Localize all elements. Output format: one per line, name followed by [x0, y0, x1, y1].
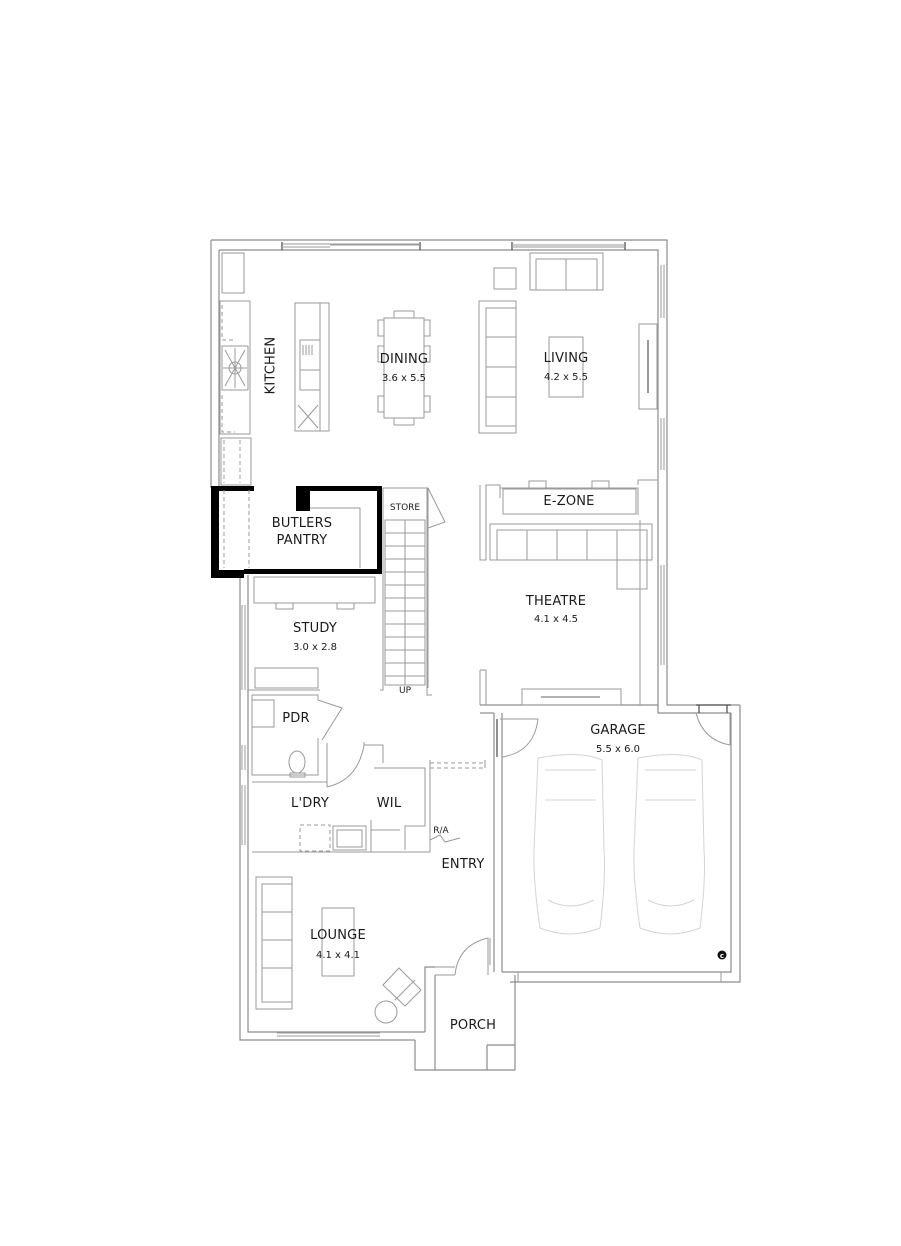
- lounge-furniture: [255, 876, 491, 1024]
- butlers-pantry-label-1: BUTLERS: [271, 516, 333, 531]
- pdr-laundry: [251, 694, 486, 853]
- outer-walls: [210, 239, 741, 1071]
- living-furniture: [478, 252, 658, 434]
- study-furniture: [248, 576, 376, 691]
- lounge-size: 4.1 x 4.1: [315, 950, 361, 961]
- theatre-size: 4.1 x 4.5: [533, 614, 579, 625]
- wil-label: WIL: [376, 796, 402, 811]
- copyright-icon: c: [720, 952, 724, 960]
- kitchen-label: KITCHEN: [263, 336, 279, 395]
- ezone-label: E-ZONE: [543, 494, 595, 509]
- garage: [496, 704, 731, 982]
- theatre-label: THEATRE: [525, 594, 587, 609]
- study-label: STUDY: [293, 621, 337, 636]
- living-label: LIVING: [543, 351, 589, 366]
- entry-label: ENTRY: [441, 857, 485, 872]
- store-label: STORE: [389, 503, 421, 513]
- butlers-pantry-label-2: PANTRY: [276, 533, 328, 548]
- porch-label: PORCH: [449, 1018, 497, 1033]
- stairs: [380, 487, 446, 696]
- stairs-up-label: UP: [398, 686, 412, 696]
- laundry-label: L'DRY: [291, 796, 329, 811]
- study-size: 3.0 x 2.8: [292, 642, 338, 653]
- dining-size: 3.6 x 5.5: [381, 373, 427, 384]
- windows: [241, 242, 665, 1037]
- lounge-label: LOUNGE: [310, 928, 366, 943]
- butlers-pantry-walls: [211, 486, 382, 578]
- garage-label: GARAGE: [590, 723, 646, 738]
- kitchen-fixtures: [219, 252, 330, 486]
- dining-label: DINING: [379, 352, 429, 367]
- dining-table: [377, 310, 431, 426]
- living-size: 4.2 x 5.5: [543, 372, 589, 383]
- ezone-theatre: [479, 479, 658, 706]
- ra-label: R/A: [433, 826, 449, 836]
- pdr-label: PDR: [282, 711, 310, 726]
- garage-size: 5.5 x 6.0: [595, 744, 641, 755]
